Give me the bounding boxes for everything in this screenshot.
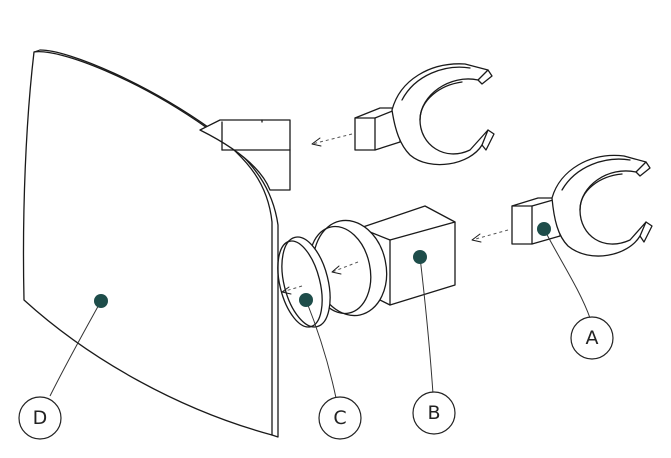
clip-lower bbox=[511, 154, 653, 257]
callout-dot-c bbox=[299, 293, 313, 307]
callout-dot-b bbox=[413, 250, 427, 264]
part-c-washer bbox=[277, 236, 331, 328]
callout-a-label: A bbox=[586, 327, 599, 349]
mounting-block-upper bbox=[199, 119, 291, 191]
callout-c: C bbox=[318, 396, 362, 440]
callout-dot-a bbox=[537, 222, 551, 236]
callout-a: A bbox=[570, 316, 614, 360]
part-b-mount bbox=[308, 205, 456, 317]
callout-dot-d bbox=[94, 294, 108, 308]
part-d-panel bbox=[22, 49, 279, 438]
callout-d-label: D bbox=[33, 407, 48, 429]
clip-upper bbox=[354, 63, 495, 166]
callout-c-label: C bbox=[333, 407, 346, 429]
callout-b: B bbox=[412, 391, 456, 435]
callout-d: D bbox=[18, 396, 62, 440]
assembly-arrows bbox=[281, 133, 509, 295]
callout-b-label: B bbox=[427, 402, 440, 424]
leader-lines bbox=[49, 228, 591, 399]
